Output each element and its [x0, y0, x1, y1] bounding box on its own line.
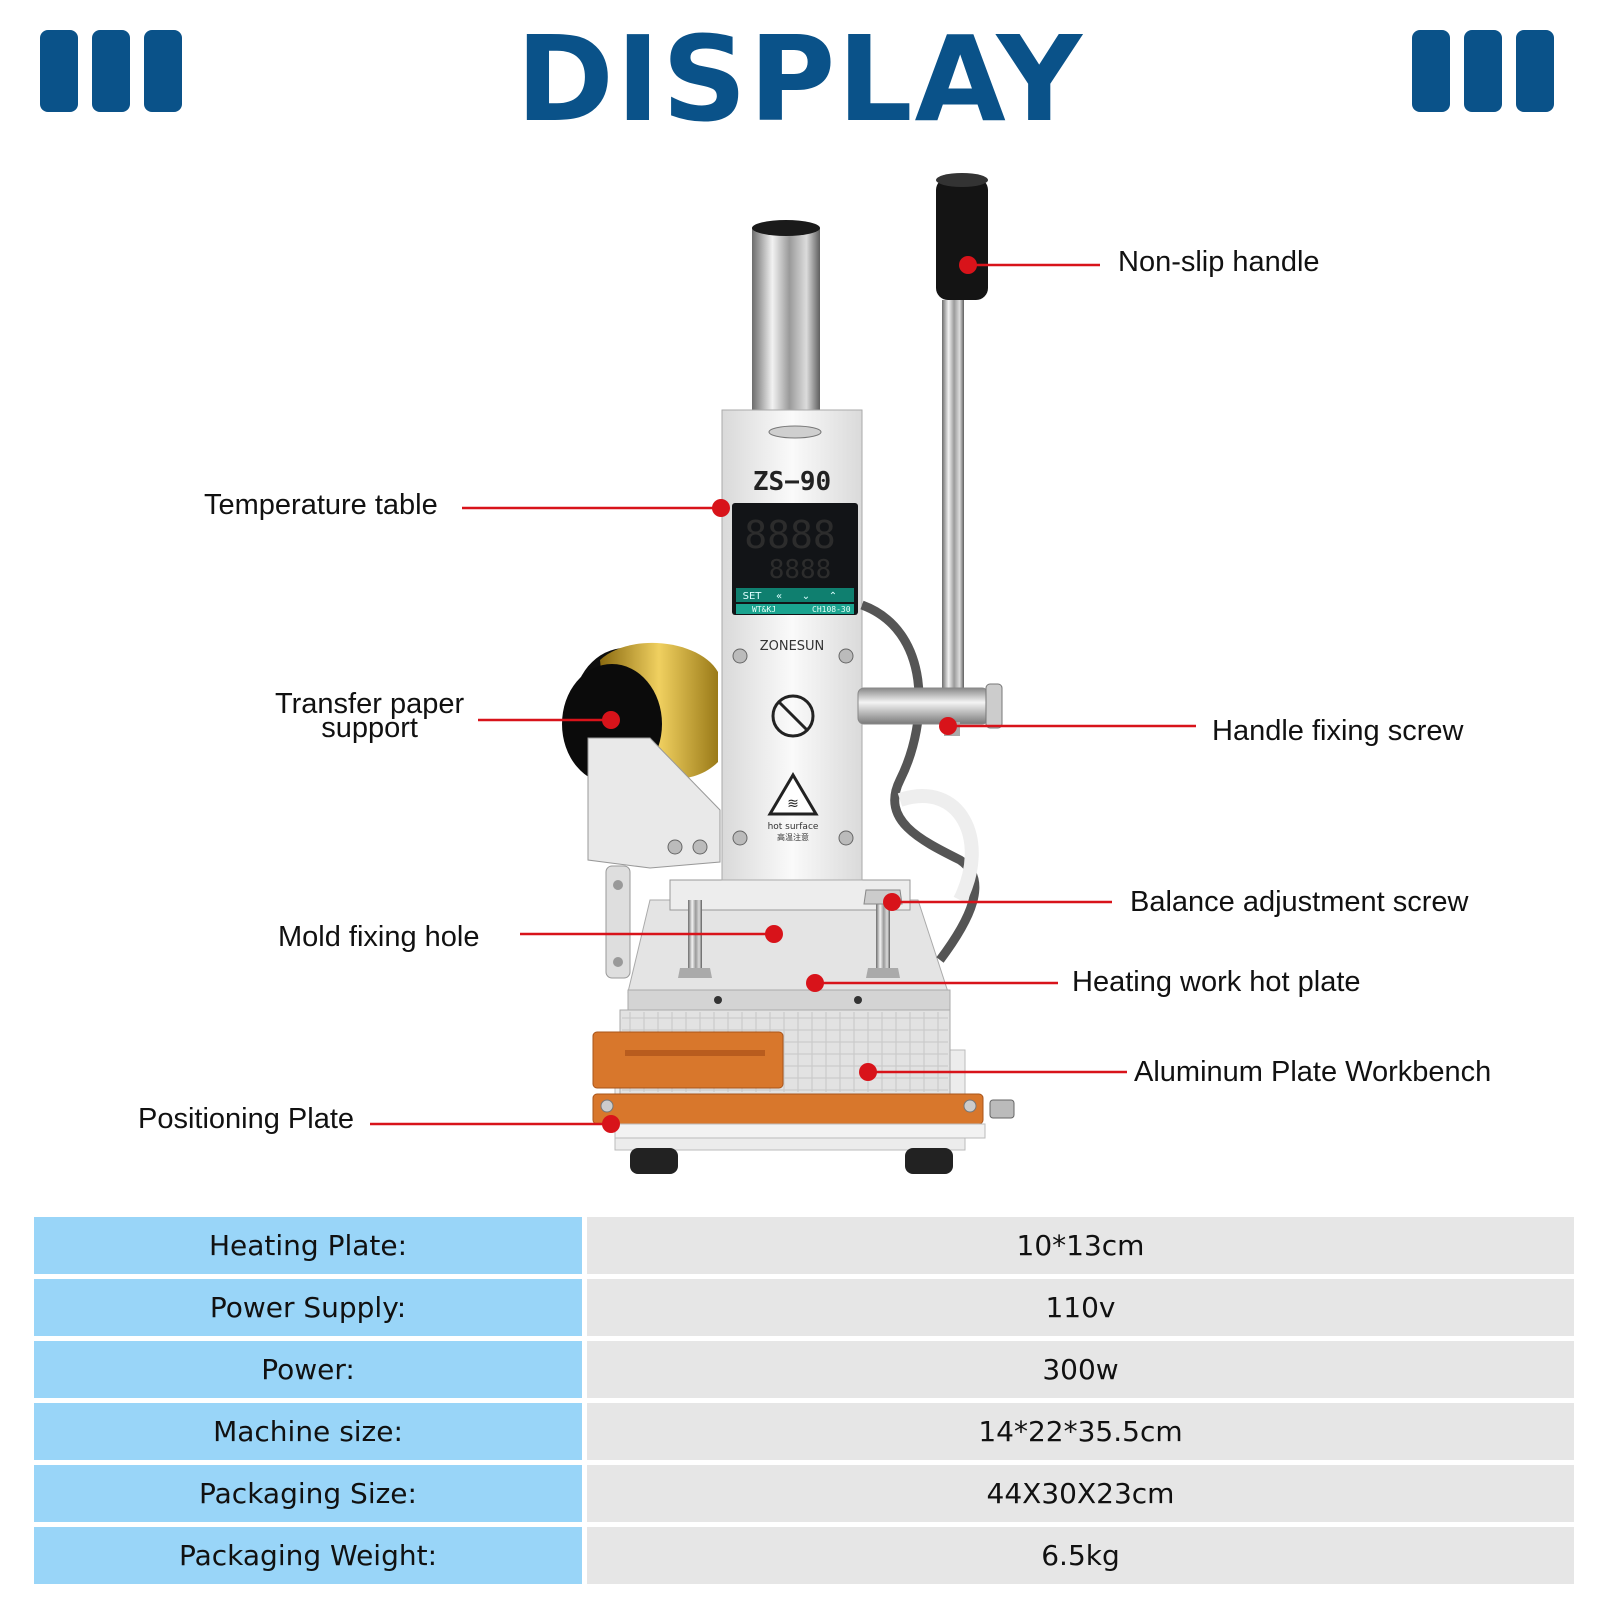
spec-row: Power Supply:110v: [34, 1279, 1574, 1336]
decor-bars-right: [1412, 30, 1554, 112]
model-label: ZS−90: [753, 467, 831, 497]
spec-key: Packaging Size:: [34, 1465, 582, 1522]
machine-illustration: ZS−90 8888 8888 SET « ⌄ ⌃ WT&KJ CH108-30 ZO…: [370, 173, 1196, 1174]
spec-row: Power:300w: [34, 1341, 1574, 1398]
callout-dot: [602, 1115, 620, 1133]
positioning-plate-lower: [592, 1093, 984, 1125]
spec-row: Machine size:14*22*35.5cm: [34, 1403, 1574, 1460]
controller-key: ⌄: [802, 591, 810, 602]
handle-crossbar: [857, 687, 989, 725]
spec-key: Machine size:: [34, 1403, 582, 1460]
label-non-slip-handle: Non-slip handle: [1118, 246, 1320, 278]
spec-value: 6.5kg: [582, 1527, 1574, 1584]
controller-key: SET: [743, 591, 763, 602]
power-cable: [860, 600, 980, 963]
svg-text:8888: 8888: [744, 513, 836, 557]
spec-value: 110v: [582, 1279, 1574, 1336]
hot-surface-warning-icon: [767, 772, 819, 816]
spec-value: 300w: [582, 1341, 1574, 1398]
foot-right: [905, 1148, 953, 1174]
svg-text:8888: 8888: [769, 555, 832, 585]
controller-key: «: [776, 591, 782, 602]
warning-caption: hot surface: [768, 822, 819, 832]
decor-bar: [1516, 30, 1554, 112]
spec-value: 44X30X23cm: [582, 1465, 1574, 1522]
label-aluminum-plate-workbench: Aluminum Plate Workbench: [1134, 1056, 1492, 1088]
callout-dot: [883, 893, 901, 911]
label-balance-adjustment-screw: Balance adjustment screw: [1130, 886, 1469, 918]
spec-row: Packaging Weight:6.5kg: [34, 1527, 1574, 1584]
ruler-strip: [614, 1123, 986, 1139]
spec-value: 10*13cm: [582, 1217, 1574, 1274]
decor-bar: [1412, 30, 1450, 112]
hot-plate: [627, 899, 949, 993]
callout-dot: [712, 499, 730, 517]
callout-dot: [859, 1063, 877, 1081]
non-slip-handle-grip: [936, 178, 988, 300]
label-heating-work-hot-plate: Heating work hot plate: [1072, 966, 1361, 998]
main-column: [752, 228, 820, 428]
brand-label: ZONESUN: [760, 639, 825, 654]
callout-dot: [765, 925, 783, 943]
page-title: DISPLAY: [516, 10, 1084, 148]
spec-key: Heating Plate:: [34, 1217, 582, 1274]
decor-bars-left: [40, 30, 182, 112]
label-transfer-paper-support: Transfer paper support: [275, 688, 465, 744]
spec-value: 14*22*35.5cm: [582, 1403, 1574, 1460]
callout-dot: [602, 711, 620, 729]
callout-dot: [939, 717, 957, 735]
label-line: support: [321, 712, 418, 744]
decor-bar: [92, 30, 130, 112]
decor-bar: [40, 30, 78, 112]
spec-key: Power Supply:: [34, 1279, 582, 1336]
no-touch-icon: [771, 694, 815, 738]
decor-bar: [144, 30, 182, 112]
spec-key: Power:: [34, 1341, 582, 1398]
spec-key: Packaging Weight:: [34, 1527, 582, 1584]
label-line: Transfer paper: [275, 688, 465, 720]
controller-footer-left: WT&KJ: [752, 605, 776, 614]
label-handle-fixing-screw: Handle fixing screw: [1212, 715, 1464, 747]
label-positioning-plate: Positioning Plate: [138, 1103, 355, 1135]
foot-left: [630, 1148, 678, 1174]
controller-key: ⌃: [829, 591, 837, 602]
temperature-display: [732, 503, 858, 615]
roll-bracket: [587, 737, 721, 869]
controller-footer-right: CH108-30: [812, 605, 851, 614]
label-mold-fixing-hole: Mold fixing hole: [278, 921, 480, 953]
spec-row: Heating Plate:10*13cm: [34, 1217, 1574, 1274]
spec-row: Packaging Size:44X30X23cm: [34, 1465, 1574, 1522]
callout-dot: [959, 256, 977, 274]
callout-leaders: [370, 256, 1196, 1133]
label-temperature-table: Temperature table: [204, 489, 438, 521]
decor-bar: [1464, 30, 1502, 112]
warning-caption-cn: 高温注意: [777, 832, 809, 842]
callout-dot: [806, 974, 824, 992]
handle-rod: [942, 300, 964, 695]
positioning-plate-upper: [592, 1031, 784, 1089]
svg-text:≋: ≋: [787, 796, 799, 812]
controller-keys: SET « ⌄ ⌃: [743, 591, 838, 602]
